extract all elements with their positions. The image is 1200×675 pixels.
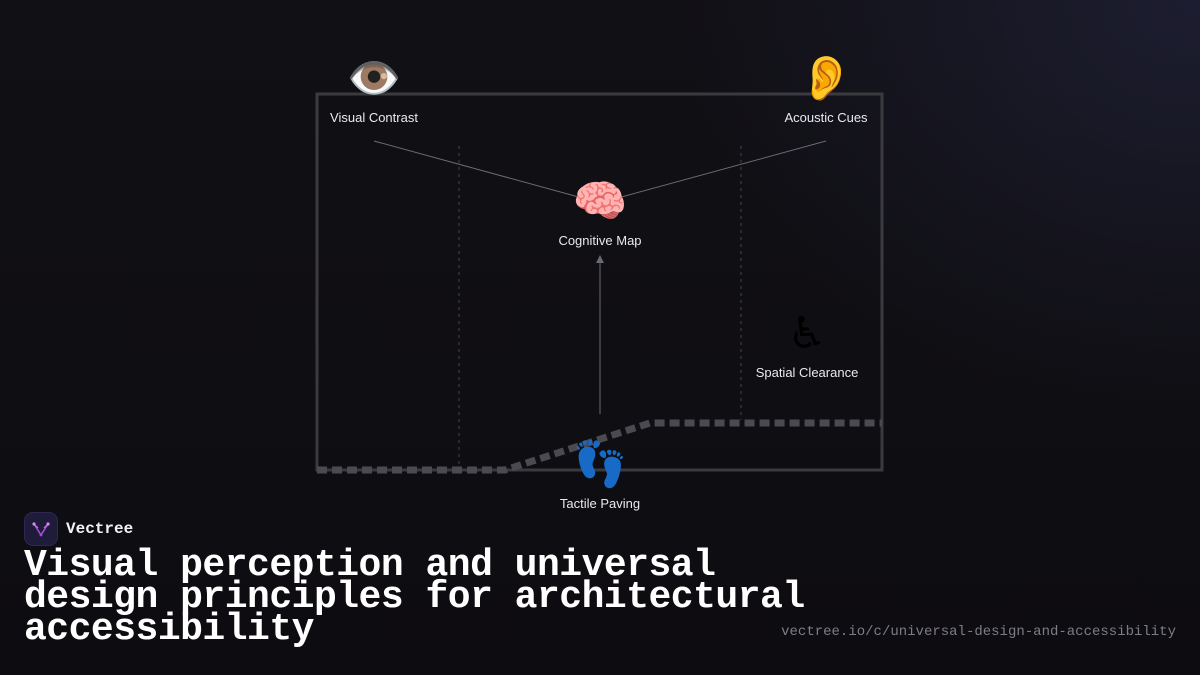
page-title: Visual perception and universal design p… <box>24 544 805 651</box>
source-url[interactable]: vectree.io/c/universal-design-and-access… <box>781 624 1176 640</box>
brand[interactable]: Vectree <box>24 512 133 546</box>
eye-icon: 👁️ <box>347 53 402 104</box>
node-label-cognitive-map: Cognitive Map <box>558 233 641 248</box>
brand-name: Vectree <box>66 520 134 538</box>
node-acoustic-cues: 👂 Acoustic Cues <box>784 53 868 125</box>
node-visual-contrast: 👁️ Visual Contrast <box>330 53 418 125</box>
node-label-acoustic-cues: Acoustic Cues <box>784 110 868 125</box>
node-label-visual-contrast: Visual Contrast <box>330 110 418 125</box>
ear-icon: 👂 <box>799 53 854 104</box>
node-spatial-clearance: ♿ Spatial Clearance <box>756 308 859 380</box>
node-cognitive-map: 🧠 Cognitive Map <box>558 176 641 248</box>
node-label-tactile-paving: Tactile Paving <box>560 496 640 511</box>
connector-visual-to-cognitive <box>373 140 588 202</box>
room-outline <box>315 92 884 472</box>
node-tactile-paving: 👣 Tactile Paving <box>560 437 640 511</box>
wheelchair-icon: ♿ <box>787 308 826 359</box>
footprints-icon: 👣 <box>573 437 628 490</box>
connector-acoustic-to-cognitive <box>612 140 827 202</box>
vectree-logo-icon <box>24 512 58 546</box>
brain-icon: 🧠 <box>573 176 628 227</box>
tactile-path <box>317 419 882 474</box>
node-label-spatial-clearance: Spatial Clearance <box>756 365 859 380</box>
